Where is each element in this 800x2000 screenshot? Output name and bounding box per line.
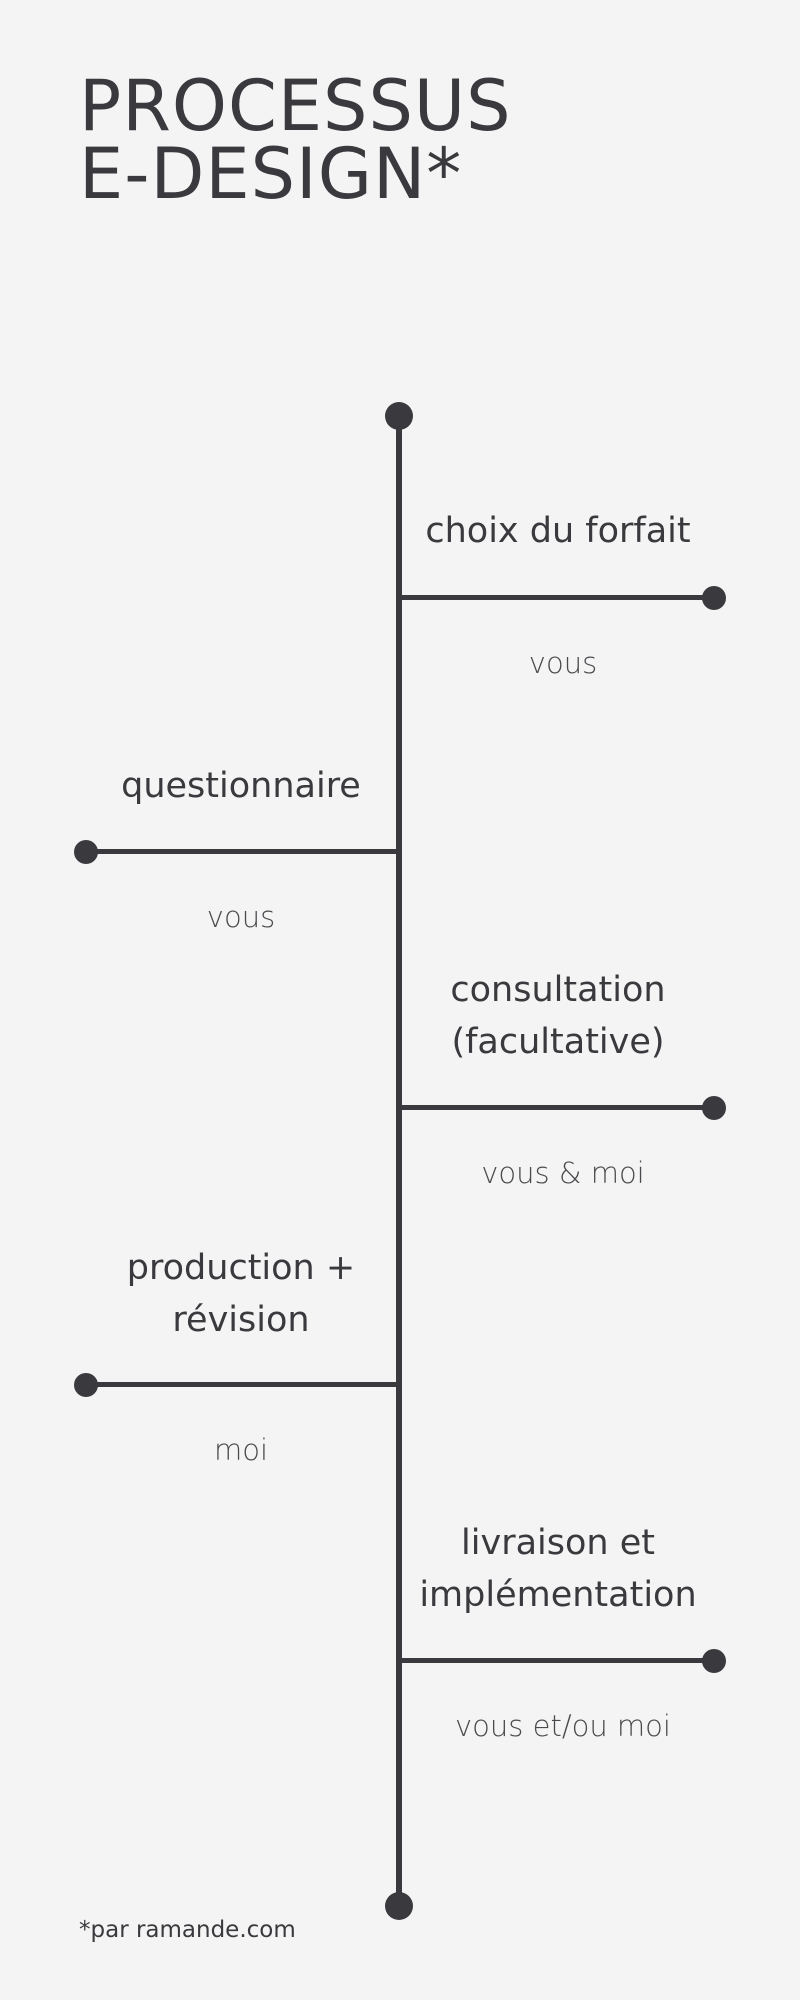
step-4-dot (74, 1373, 98, 1397)
timeline-trunk (396, 416, 402, 1906)
step-5-branch (399, 1658, 714, 1663)
step-5-title-line-2: implémentation (419, 1575, 697, 1615)
step-4-actor: moi (213, 1433, 269, 1467)
step-4-title-line-2: révision (172, 1300, 310, 1340)
step-5-title: livraison et implémentation (398, 1517, 718, 1621)
step-3-title-line-2: (facultative) (451, 1022, 665, 1062)
step-4-title-line-1: production + (126, 1248, 356, 1288)
step-1-branch (399, 595, 714, 600)
step-1-title: choix du forfait (425, 511, 691, 551)
step-4-branch (86, 1382, 399, 1387)
step-3-title-line-1: consultation (450, 970, 666, 1010)
step-3-dot (702, 1096, 726, 1120)
footnote: *par ramande.com (79, 1917, 296, 1943)
step-5-title-line-1: livraison et (461, 1523, 655, 1563)
step-2-branch (86, 849, 399, 854)
step-3-actor: vous & moi (481, 1156, 645, 1190)
step-5-actor: vous et/ou moi (455, 1709, 671, 1743)
title-line-2: E-DESIGN* (79, 133, 463, 215)
timeline-end-dot (385, 1892, 413, 1920)
step-1-dot (702, 586, 726, 610)
step-2-title: questionnaire (121, 766, 361, 806)
step-1-actor: vous (528, 646, 598, 680)
step-3-branch (399, 1105, 714, 1110)
timeline-start-dot (385, 402, 413, 430)
step-3-title: consultation (facultative) (398, 964, 718, 1068)
step-4-title: production + révision (81, 1242, 401, 1346)
title-line-1: PROCESSUS (79, 65, 512, 147)
step-5-dot (702, 1649, 726, 1673)
step-2-actor: vous (206, 900, 276, 934)
page-title: PROCESSUS E-DESIGN* (79, 65, 512, 215)
step-2-dot (74, 840, 98, 864)
